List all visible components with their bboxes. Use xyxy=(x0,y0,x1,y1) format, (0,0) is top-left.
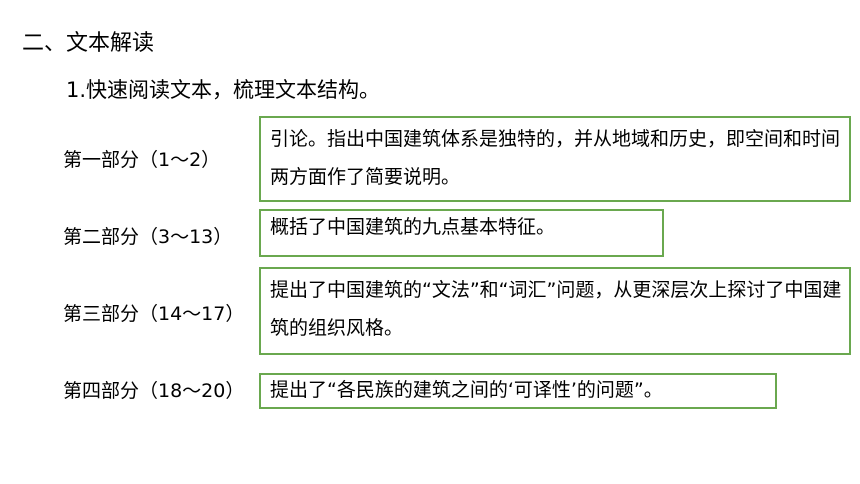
section-heading: 二、文本解读 xyxy=(22,31,155,56)
part-content-box-4: 提出了“各民族的建筑之间的‘可译性’的问题”。 xyxy=(259,373,777,409)
part-content-box-2: 概括了中国建筑的九点基本特征。 xyxy=(259,209,664,257)
part-content-box-1: 引论。指出中国建筑体系是独特的，并从地域和历史，即空间和时间两方面作了简要说明。 xyxy=(259,116,851,202)
part-label-1: 第一部分（1～2） xyxy=(63,149,221,171)
part-label-3: 第三部分（14～17） xyxy=(63,303,245,325)
part-content-box-3: 提出了中国建筑的“文法”和“词汇”问题，从更深层次上探讨了中国建筑的组织风格。 xyxy=(259,267,851,355)
task-instruction: 1.快速阅读文本，梳理文本结构。 xyxy=(66,78,381,102)
part-label-4: 第四部分（18～20） xyxy=(63,380,245,402)
part-label-2: 第二部分（3～13） xyxy=(63,226,233,248)
